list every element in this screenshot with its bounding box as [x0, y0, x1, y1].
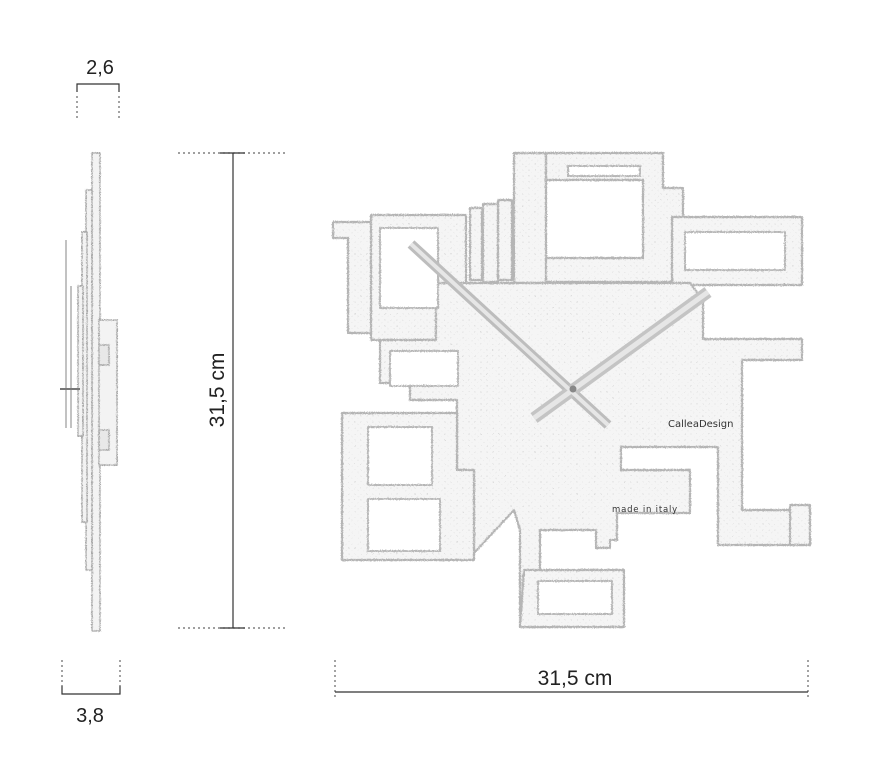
height-label: 31,5 cm [206, 353, 229, 428]
clock-cutouts [367, 165, 786, 615]
brand-label: CalleaDesign [668, 419, 733, 430]
top-depth-bracket [76, 83, 120, 120]
height-dimension: 31,5 cm [178, 152, 288, 629]
clock-side-profile [77, 152, 118, 632]
clock-front-view: CalleaDesign made in italy [331, 151, 812, 629]
width-label: 31,5 cm [538, 667, 613, 690]
width-dimension: 31,5 cm [334, 660, 809, 700]
numeral-12-one [512, 151, 548, 285]
hands-side [60, 240, 80, 428]
clock-hands [407, 240, 712, 429]
origin-label: made in italy [612, 505, 678, 515]
hand-pivot [569, 385, 577, 393]
numeral-10-one [331, 220, 378, 335]
top-depth-label: 2,6 [86, 57, 114, 79]
bottom-depth-label: 3,8 [76, 705, 104, 727]
center-plate [378, 281, 807, 629]
bottom-depth-bracket [61, 660, 121, 695]
side-view: 2,6 3,8 [60, 57, 121, 727]
